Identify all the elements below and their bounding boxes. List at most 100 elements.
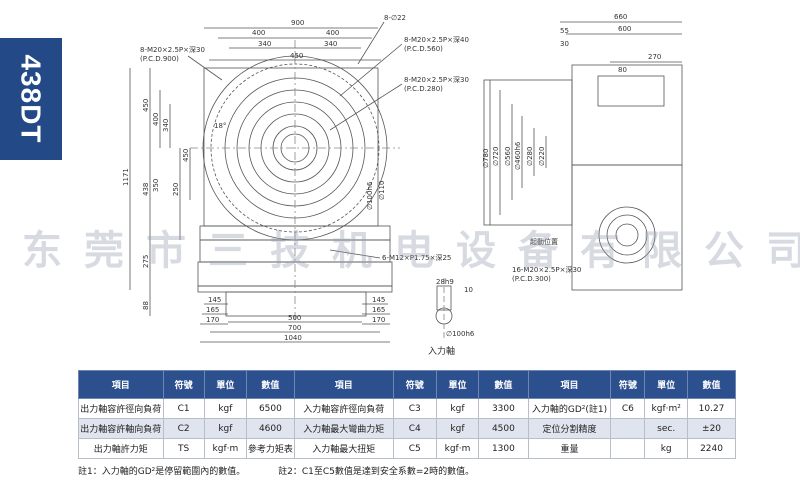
header-value-1: 數值 <box>246 370 295 399</box>
side-dim-55: 55 <box>560 27 569 35</box>
bottom-dim-145-left: 145 <box>208 296 221 304</box>
housing-outline <box>203 67 379 227</box>
top-dim-340-right: 340 <box>324 40 337 48</box>
table-cell: 10.27 <box>687 398 736 419</box>
shaft-dim-10: 10 <box>464 286 473 294</box>
header-item-1: 項目 <box>78 370 164 399</box>
table-cell: kgf <box>435 398 480 419</box>
side-dia-220: ∅220 <box>538 147 546 166</box>
side-dim-30: 30 <box>560 40 569 48</box>
table-cell <box>610 438 646 459</box>
bottom-dim-1040: 1040 <box>284 334 302 342</box>
table-cell: kgf·m² <box>644 398 689 419</box>
table-cell: 入力軸容許徑向負荷 <box>293 398 394 419</box>
table-cell: C4 <box>392 418 437 439</box>
side-dia-280: ∅280 <box>526 147 534 166</box>
callout-6m12: 6-M12×P1.75×深25 <box>382 253 451 262</box>
callout-pcd560: (P.C.D.560) <box>404 45 443 53</box>
callout-pcd280: (P.C.D.280) <box>404 85 443 93</box>
side-dia-460h6: ∅460h6 <box>514 141 522 170</box>
notes: 註1：入力軸的GD²是停留範圍內的數值。 註2：C1至C5數值是達到安全系數=2… <box>78 464 778 477</box>
header-unit-1: 單位 <box>203 370 248 399</box>
table-cell: kg <box>644 438 689 459</box>
table-cell: 出力軸容許徑向負荷 <box>78 398 164 419</box>
header-symbol-3: 符號 <box>610 370 646 399</box>
model-number: 438DT <box>16 54 48 144</box>
bottom-dim-500: 500 <box>288 314 301 322</box>
table-cell: sec. <box>644 418 689 439</box>
left-dim-250: 250 <box>172 183 180 196</box>
side-label-start-position: 起動位置 <box>530 237 558 246</box>
table-cell: 2240 <box>687 438 736 459</box>
top-dim-900: 900 <box>291 19 304 27</box>
callout-8-22: 8-∅22 <box>384 14 406 22</box>
model-tab: 438DT <box>0 38 62 160</box>
left-dim-438: 438 <box>142 183 150 196</box>
table-cell <box>610 418 646 439</box>
technical-drawing: 900 400 400 340 340 450 145 165 170 500 … <box>122 13 683 357</box>
header-unit-3: 單位 <box>644 370 689 399</box>
table-cell: ±20 <box>687 418 736 439</box>
table-cell: kgf <box>203 418 248 439</box>
top-dim-340-left: 340 <box>258 40 271 48</box>
note-2: 註2：C1至C5數值是達到安全系數=2時的數值。 <box>278 467 475 477</box>
callout-8m20-pcd560: 8-M20×2.5P×深40 <box>404 35 469 44</box>
top-dim-400-left: 400 <box>252 29 265 37</box>
callout-8m20-pcd900: 8-M20×2.5P×深30 <box>140 45 205 54</box>
top-dim-450: 450 <box>290 52 303 60</box>
table-cell: 4500 <box>478 418 529 439</box>
bottom-dim-165-right: 165 <box>372 306 385 314</box>
dim-110: ∅110 <box>378 181 386 200</box>
header-symbol-1: 符號 <box>162 370 205 399</box>
table-cell: 入力軸最大扭矩 <box>293 438 394 459</box>
side-dim-660: 660 <box>614 13 627 21</box>
note-1: 註1：入力軸的GD²是停留範圍內的數值。 <box>78 467 246 477</box>
table-cell: 入力軸的GD²(註1) <box>527 398 612 419</box>
shaft-label: 入力軸 <box>428 345 455 357</box>
table-cell: 出力軸許力矩 <box>78 438 164 459</box>
dim-100h6: ∅100h6 <box>366 181 374 210</box>
side-dia-780: ∅780 <box>482 149 490 168</box>
table-cell: 1300 <box>478 438 529 459</box>
bottom-dim-700: 700 <box>288 324 301 332</box>
left-dim-400: 400 <box>152 113 160 126</box>
table-cell: kgf <box>203 398 248 419</box>
shaft-dim-100h6: ∅100h6 <box>446 330 475 338</box>
header-symbol-2: 符號 <box>392 370 437 399</box>
table-cell: C3 <box>392 398 437 419</box>
header-item-3: 項目 <box>527 370 612 399</box>
header-value-3: 數值 <box>687 370 736 399</box>
callout-8m20-pcd280: 8-M20×2.5P×深30 <box>404 75 469 84</box>
left-dim-450-mid: 450 <box>182 149 190 162</box>
table-cell: 3300 <box>478 398 529 419</box>
left-dim-88: 88 <box>142 301 150 310</box>
left-dim-275: 275 <box>142 255 150 268</box>
side-dia-560: ∅560 <box>504 147 512 166</box>
table-cell: 參考力矩表 <box>246 438 295 459</box>
side-dim-600: 600 <box>618 25 631 33</box>
callout-pcd900: (P.C.D.900) <box>140 55 179 63</box>
side-dia-720: ∅720 <box>492 147 500 166</box>
table-row: 出力軸容許軸向負荷 C2 kgf 4600 入力軸最大彎曲力矩 C4 kgf 4… <box>78 418 736 439</box>
table-cell: 出力軸容許軸向負荷 <box>78 418 164 439</box>
top-dim-400-right: 400 <box>326 29 339 37</box>
bottom-dim-165-left: 165 <box>206 306 219 314</box>
callout-16m20: 16-M20×2.5P×深30 <box>512 265 581 274</box>
table-cell: kgf <box>435 418 480 439</box>
callout-pcd300: (P.C.D.300) <box>512 275 551 283</box>
left-dim-450-top: 450 <box>142 99 150 112</box>
table-cell: C2 <box>162 418 205 439</box>
table-header-row: 項目 符號 單位 數值 項目 符號 單位 數值 項目 符號 單位 數值 <box>78 370 736 399</box>
table-row: 出力軸許力矩 TS kgf·m 參考力矩表 入力軸最大扭矩 C5 kgf·m 1… <box>78 438 736 459</box>
table-cell: kgf·m <box>203 438 248 459</box>
header-value-2: 數值 <box>478 370 529 399</box>
table-row: 出力軸容許徑向負荷 C1 kgf 6500 入力軸容許徑向負荷 C3 kgf 3… <box>78 398 736 419</box>
spec-table: 項目 符號 單位 數值 項目 符號 單位 數值 項目 符號 單位 數值 出力軸容… <box>78 370 736 459</box>
shaft-dim-28h9: 28h9 <box>436 278 454 286</box>
left-dim-350: 350 <box>152 179 160 192</box>
header-item-2: 項目 <box>293 370 394 399</box>
left-dim-1171: 1171 <box>122 168 130 186</box>
bottom-dim-145-right: 145 <box>372 296 385 304</box>
table-cell: 重量 <box>527 438 612 459</box>
table-cell: 入力軸最大彎曲力矩 <box>293 418 394 439</box>
